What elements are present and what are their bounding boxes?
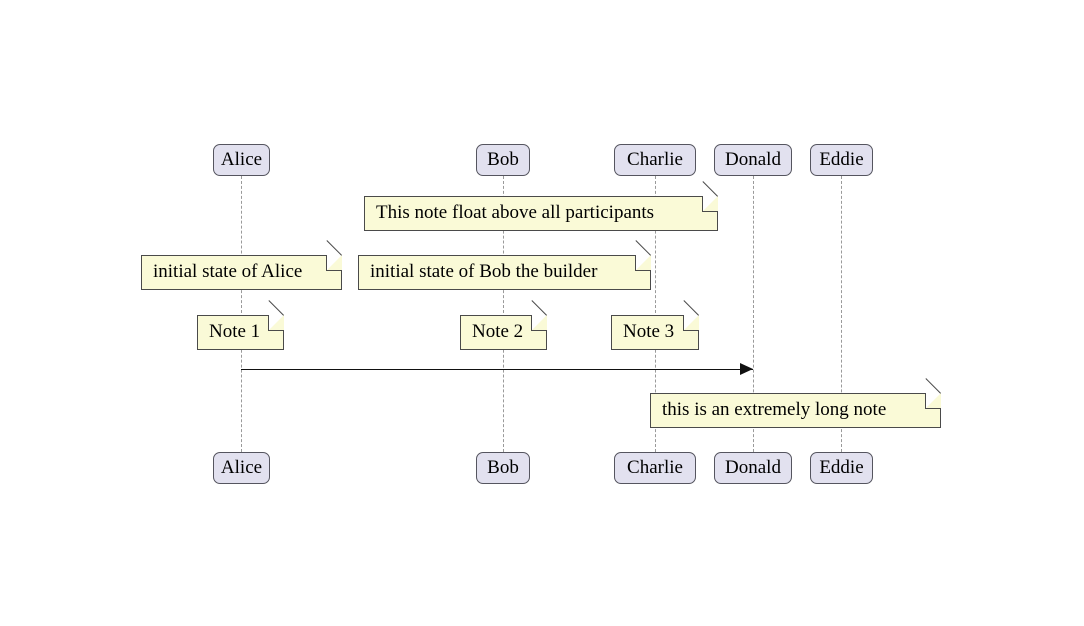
note-float-above-participants[interactable]: This note float above all participants — [364, 181, 719, 231]
participant-head-charlie[interactable]: Charlie — [614, 144, 696, 176]
participant-head-bob[interactable]: Bob — [476, 144, 530, 176]
participant-head-donald[interactable]: Donald — [714, 144, 792, 176]
note-fold-line-icon — [702, 181, 718, 197]
note-fold-line-icon — [326, 240, 342, 256]
note-text: initial state of Bob the builder — [370, 261, 598, 282]
note-2[interactable]: Note 2 — [460, 300, 548, 350]
note-initial-state-alice[interactable]: initial state of Alice — [141, 240, 343, 290]
note-text: initial state of Alice — [153, 261, 303, 282]
note-fold-triangle-icon — [703, 196, 718, 211]
participant-foot-bob[interactable]: Bob — [476, 452, 530, 484]
note-fold-line-icon — [925, 378, 941, 394]
note-fold-line-icon — [683, 300, 699, 316]
lifeline-bob — [503, 176, 504, 452]
note-fold-triangle-icon — [684, 315, 699, 330]
note-extremely-long[interactable]: this is an extremely long note — [650, 378, 942, 428]
lifeline-alice — [241, 176, 242, 452]
note-1[interactable]: Note 1 — [197, 300, 285, 350]
note-initial-state-bob[interactable]: initial state of Bob the builder — [358, 240, 652, 290]
note-text: Note 3 — [623, 321, 675, 342]
note-text: Note 2 — [472, 321, 524, 342]
note-fold-triangle-icon — [532, 315, 547, 330]
note-text: Note 1 — [209, 321, 261, 342]
note-fold-triangle-icon — [269, 315, 284, 330]
note-fold-triangle-icon — [327, 255, 342, 270]
note-text: this is an extremely long note — [662, 399, 887, 420]
note-fold-line-icon — [635, 240, 651, 256]
lifeline-eddie — [841, 176, 842, 452]
participant-foot-charlie[interactable]: Charlie — [614, 452, 696, 484]
note-text: This note float above all participants — [376, 202, 655, 223]
participant-foot-eddie[interactable]: Eddie — [810, 452, 873, 484]
note-fold-triangle-icon — [636, 255, 651, 270]
lifeline-donald — [753, 176, 754, 452]
participant-head-alice[interactable]: Alice — [213, 144, 270, 176]
note-3[interactable]: Note 3 — [611, 300, 700, 350]
note-fold-line-icon — [531, 300, 547, 316]
note-fold-triangle-icon — [926, 393, 941, 408]
message-arrowhead-icon — [740, 363, 753, 375]
participant-foot-donald[interactable]: Donald — [714, 452, 792, 484]
message-line-alice-to-donald[interactable] — [241, 369, 753, 370]
note-fold-line-icon — [268, 300, 284, 316]
lifeline-charlie — [655, 176, 656, 452]
participant-foot-alice[interactable]: Alice — [213, 452, 270, 484]
participant-head-eddie[interactable]: Eddie — [810, 144, 873, 176]
